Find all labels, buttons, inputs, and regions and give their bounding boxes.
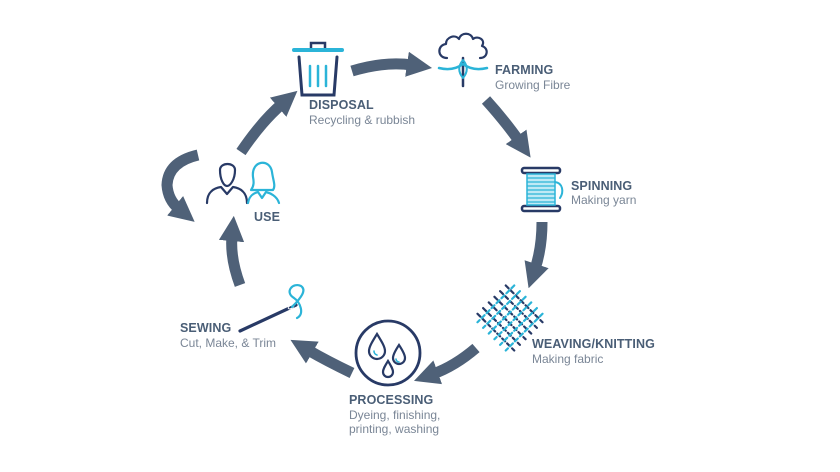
- trash-can-icon: [292, 41, 344, 97]
- arrow-processing-to-sewing: [290, 339, 355, 378]
- spinning-subtitle: Making yarn: [571, 193, 637, 207]
- farming-subtitle: Growing Fibre: [495, 78, 571, 92]
- spinning-title: SPINNING: [571, 179, 633, 193]
- water-drops-icon: [354, 319, 422, 387]
- arrow-weaving-to-processing: [413, 343, 480, 385]
- fabric-weave-icon: [476, 284, 544, 352]
- sewing-title: SEWING: [180, 321, 232, 335]
- processing-subtitle-line1: Dyeing, finishing,: [349, 408, 441, 422]
- arrow-spinning-to-weaving: [524, 221, 549, 289]
- disposal-title: DISPOSAL: [309, 98, 374, 112]
- thread-spool-icon: [520, 166, 564, 213]
- cotton-plant-icon: [437, 32, 489, 88]
- arrow-disposal-to-farming: [350, 51, 433, 77]
- weaving-title: WEAVING/KNITTING: [532, 337, 655, 351]
- processing-title: PROCESSING: [349, 393, 434, 407]
- arrow-sewing-to-use: [218, 215, 246, 287]
- people-icon: [205, 161, 281, 205]
- farming-title: FARMING: [495, 63, 554, 77]
- arrow-use-to-disposal: [236, 90, 298, 156]
- use-title: USE: [254, 210, 281, 224]
- processing-subtitle-line2: printing, washing: [349, 422, 440, 436]
- disposal-subtitle: Recycling & rubbish: [309, 113, 416, 127]
- needle-thread-icon: [238, 284, 305, 333]
- weaving-subtitle: Making fabric: [532, 352, 604, 366]
- sewing-subtitle: Cut, Make, & Trim: [180, 336, 277, 350]
- arrow-use-loop: [161, 149, 200, 222]
- arrow-farming-to-spinning: [481, 96, 531, 158]
